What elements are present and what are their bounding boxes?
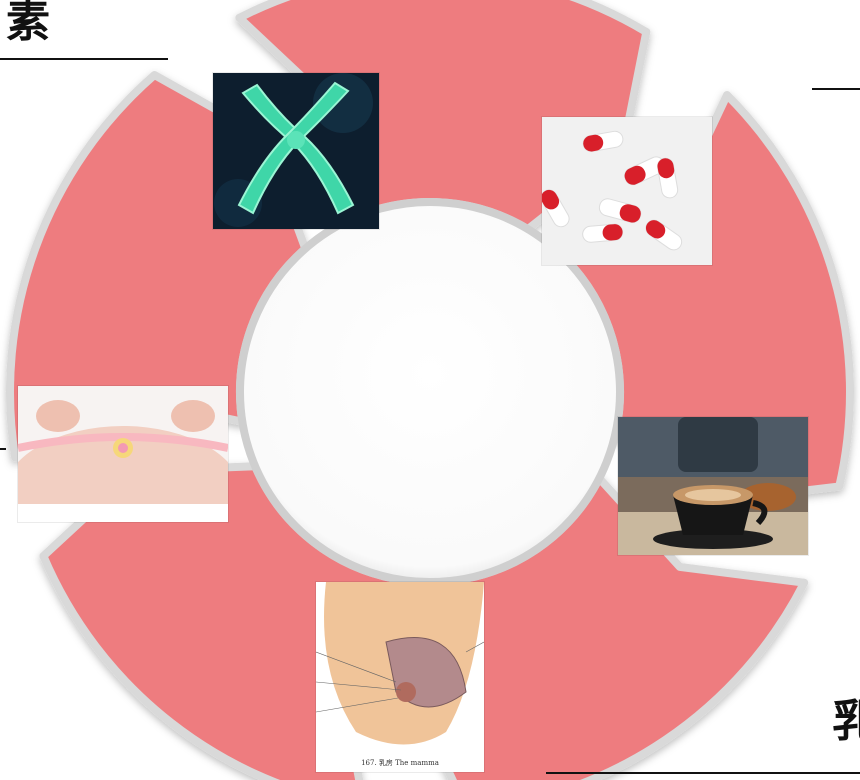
- pregnancy-image: [18, 386, 228, 522]
- coffee-image: [618, 417, 808, 555]
- bottom-title-fragment: 乳: [832, 694, 860, 750]
- chromosome-image: [213, 73, 379, 229]
- breast-anatomy-image: 167. 乳房 The mamma: [316, 582, 484, 772]
- bottom-rule: [546, 772, 860, 774]
- figure-caption: 167. 乳房 The mamma: [316, 758, 484, 768]
- capsules-image: [542, 117, 712, 265]
